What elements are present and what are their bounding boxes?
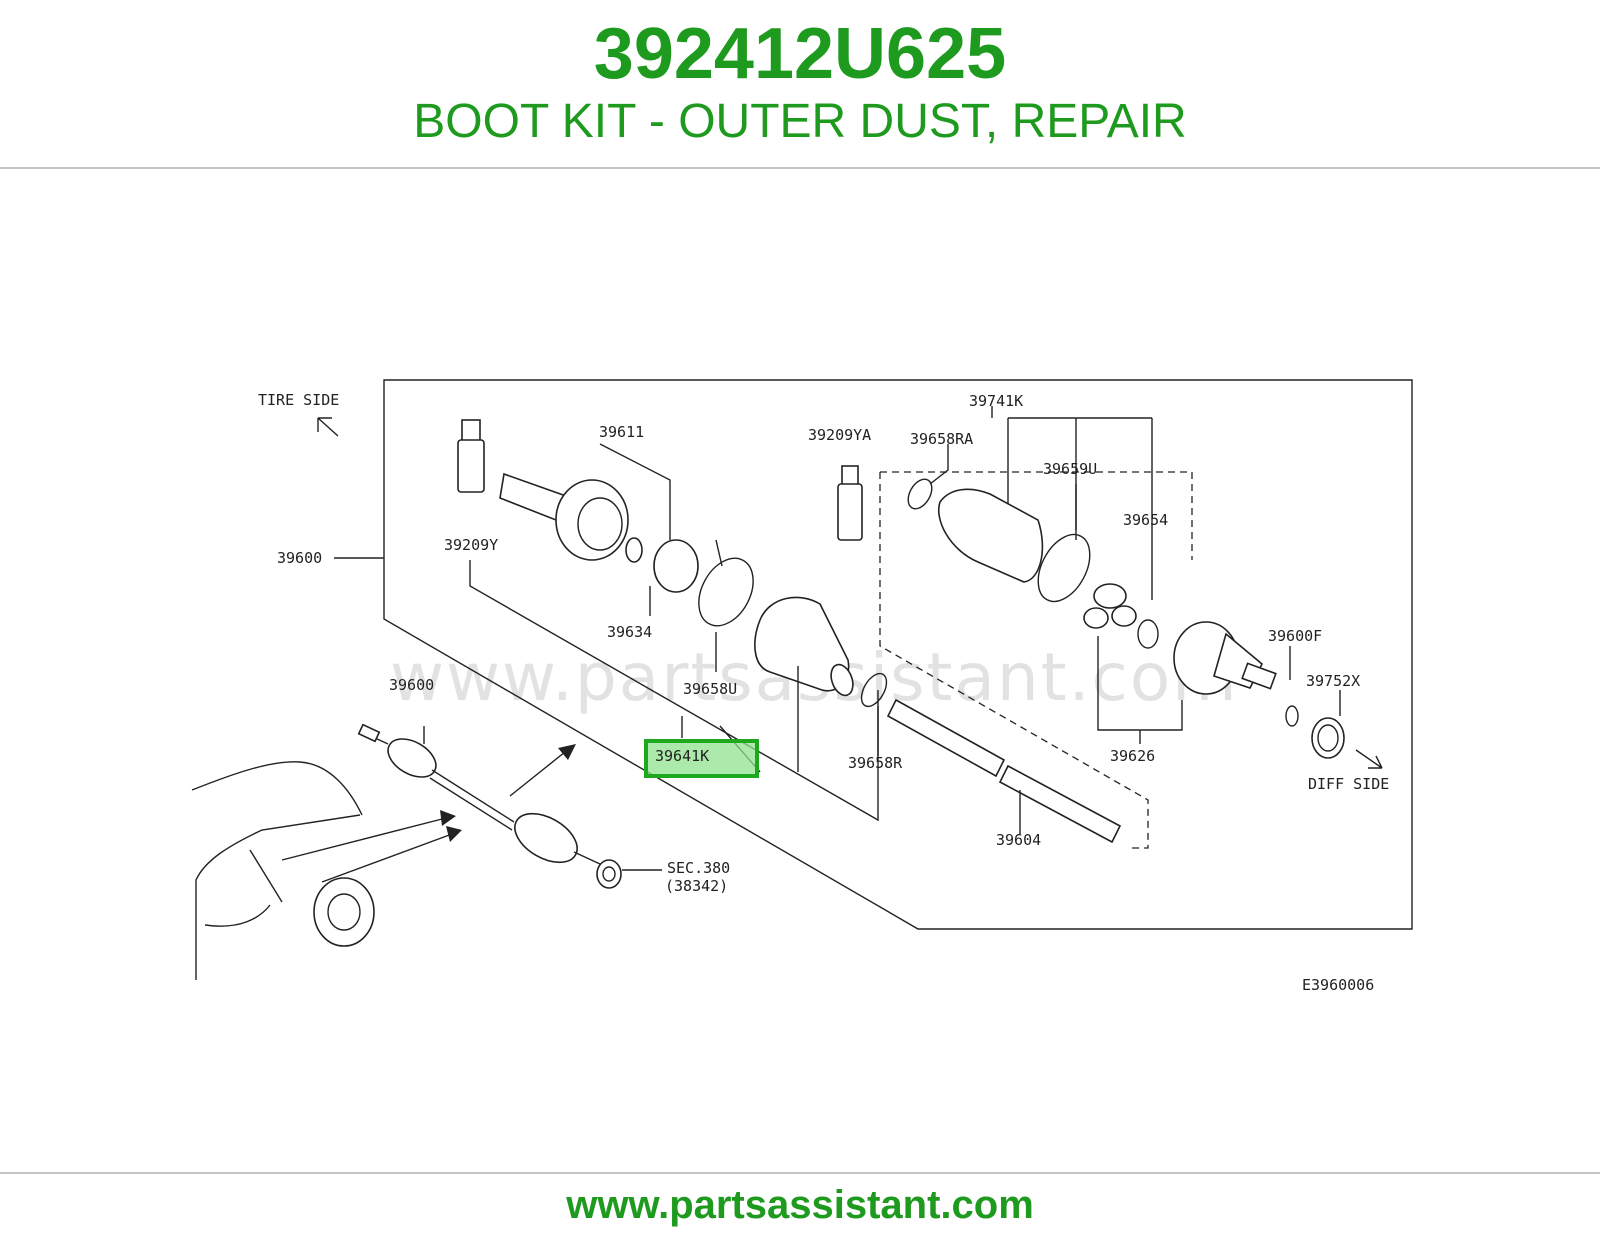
part-number-title: 392412U625: [593, 14, 1007, 94]
label-39600-sub: 39600: [389, 676, 434, 694]
diff-side-label: DIFF SIDE: [1308, 775, 1389, 793]
label-39209Y: 39209Y: [444, 536, 498, 554]
footer-url-link[interactable]: www.partsassistant.com: [566, 1183, 1034, 1227]
snap-ring-39654: [1137, 619, 1159, 649]
tire-side-arrow-icon: [317, 417, 339, 437]
label-39641K: 39641K: [655, 747, 709, 765]
grease-tube-left: [457, 419, 485, 493]
tire-side-label: TIRE SIDE: [258, 391, 339, 409]
footer-divider: [0, 1172, 1600, 1174]
diagram-code: E3960006: [1302, 976, 1374, 994]
label-39752X: 39752X: [1306, 672, 1360, 690]
vehicle-outline: [191, 761, 375, 980]
clamp-band-inner-small: [907, 478, 933, 510]
outer-dust-boot: [754, 596, 854, 697]
label-39600F: 39600F: [1268, 627, 1322, 645]
clamp-band-large: [698, 539, 754, 627]
inner-dust-boot: [938, 488, 1044, 583]
outer-joint-housing: [499, 472, 643, 563]
label-39658R: 39658R: [848, 754, 903, 772]
direction-arrows: [281, 744, 576, 883]
label-39209YA: 39209YA: [808, 426, 871, 444]
clamp-band-small: [860, 672, 888, 708]
diff-side-arrow-icon: [1355, 749, 1383, 769]
header: 392412U625 BOOT KIT - OUTER DUST, REPAIR: [0, 0, 1600, 168]
oil-seal-39752X: [1311, 717, 1345, 759]
label-39654: 39654: [1123, 511, 1168, 529]
part-description: BOOT KIT - OUTER DUST, REPAIR: [413, 95, 1187, 148]
header-divider: [0, 167, 1600, 169]
label-39659U: 39659U: [1043, 460, 1097, 478]
label-38342: (38342): [665, 877, 728, 895]
drive-shaft: [886, 698, 1122, 844]
tripod-spider: [1083, 583, 1137, 629]
label-39626: 39626: [1110, 747, 1155, 765]
label-39658RA: 39658RA: [910, 430, 973, 448]
bracket-39741K: [991, 406, 1153, 600]
inner-joint-housing: [1173, 621, 1277, 695]
label-39634: 39634: [607, 623, 652, 641]
grease-tube-right: [837, 465, 863, 541]
leader-39611: [599, 443, 671, 540]
clamp-band-inner-large: [1037, 533, 1091, 603]
label-sec380: SEC.380: [667, 859, 730, 877]
leader-39626: [1097, 636, 1183, 744]
label-39600-main: 39600: [277, 549, 322, 567]
leader-39658RA: [929, 444, 949, 485]
outer-joint-inner-race: [653, 539, 699, 593]
highlight-box-39641K: [644, 739, 759, 778]
label-39604: 39604: [996, 831, 1041, 849]
label-39741K: 39741K: [969, 392, 1023, 410]
inner-kit-dashed-frame: [879, 471, 1193, 849]
main-frame: [383, 379, 1413, 930]
label-39658U: 39658U: [683, 680, 737, 698]
label-39611: 39611: [599, 423, 644, 441]
sub-shaft-assembly: [357, 723, 622, 889]
snap-ring-small: [1285, 705, 1299, 727]
